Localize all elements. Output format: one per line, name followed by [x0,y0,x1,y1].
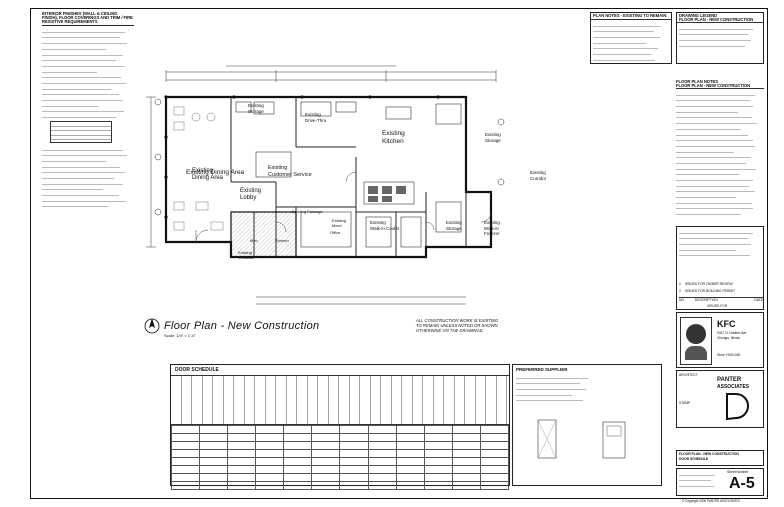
interior-finishes-text-2 [42,146,134,208]
room-label-drive: Existing Drive-Thru [305,112,327,123]
architect-label: ARCHITECT [679,373,698,377]
plan-notes-title: PLAN NOTES - EXISTING TO REMAIN [591,13,671,21]
room-labels: Existing Dining Area [186,169,245,176]
construction-note-line2: TO REMAIN UNLESS NOTED OR SHOWN [416,323,498,329]
room-label-storage-2: Existing Storage [485,132,501,143]
door-elevation-details [537,420,626,459]
room-dining: Existing Dining Area [186,169,245,176]
issued-for-label: ISSUED FOR [707,304,728,308]
preferred-supplier-title: PREFERRED SUPPLIER [516,367,568,372]
architect-name-1: PANTER [717,377,742,383]
floor-plan-notes-panel: FLOOR PLAN NOTES FLOOR PLAN - NEW CONSTR… [676,79,764,220]
dining-tables [173,106,224,231]
revision-row-1-desc: ISSUED FOR OWNER REVIEW [684,282,733,286]
sheet-title-panel: FLOOR PLAN - NEW CONSTRUCTION DOOR SCHED… [676,450,764,466]
kfc-logo [680,317,712,365]
revision-col-desc: DESCRIPTION [694,298,718,302]
room-label-men: Men [250,238,258,243]
room-label-mech: Existing Mech [332,218,347,228]
revision-col-no: NO. [679,298,685,302]
stamp-label: STAMP [679,401,691,405]
room-label-customer-service: Existing Customer Service [268,165,312,178]
plan-notes-panel: PLAN NOTES - EXISTING TO REMAIN [590,12,672,64]
room-label-women: Women [275,238,289,243]
preferred-supplier-panel: PREFERRED SUPPLIER [512,364,662,486]
plan-title: Floor Plan - New Construction [164,320,320,332]
equipment [235,101,462,248]
sheet-number: A-5 [729,475,755,492]
interior-finishes-text [42,28,134,119]
room-label-corridor: Existing Corridor [530,170,547,181]
room-label-office: Office [330,230,341,235]
new-construction-area [230,211,297,258]
room-label-lobby: Existing Lobby [240,188,262,201]
client-logo-text: KFC [717,319,736,329]
architect-panel: ARCHITECT PANTER ASSOCIATES STAMP [676,370,764,428]
construction-note-line3: OTHERWISE ON THE DRAWINGS. [416,328,484,334]
drawing-legend-items [677,23,763,50]
room-label-walkin-cooler: Existing Walk-in Cooler [370,220,400,231]
floor-plan-notes-subtitle: FLOOR PLAN - NEW CONSTRUCTION [676,83,764,90]
floor-plan-drawing: Existing Dining Area [146,65,505,305]
sheet-number-panel: Sheet Number A-5 [676,468,764,496]
drawing-legend-title: DRAWING LEGEND [679,13,718,18]
door-schedule-header [171,376,509,425]
sheet-title-1: FLOOR PLAN - NEW CONSTRUCTION [679,452,739,456]
revision-row-2-desc: ISSUED FOR BUILDING PERMIT [684,289,735,293]
floor-plan-notes-text [676,89,764,216]
client-store: Store Y000-048 [717,353,740,357]
construction-note: ALL CONSTRUCTION WORK IS EXISTING TO REM… [416,318,498,334]
room-label-storage-3: Existing Storage [248,103,264,114]
room-label-storage-1: Existing Storage [446,220,462,231]
plan-notes-text [591,20,671,64]
drawing-legend-subtitle: FLOOR PLAN - NEW CONSTRUCTION [677,17,763,24]
room-label-passage: Existing Passage [292,209,323,214]
room-label-kitchen: Existing Kitchen [382,130,405,145]
interior-finishes-title: INTERIOR FINISHES (WALL & CEILING FINISH… [42,11,134,27]
architect-name-2: ASSOCIATES [717,384,750,390]
door-schedule-panel: DOOR SCHEDULE [170,364,510,490]
drawing-sheet [30,8,768,499]
interior-finishes-panel: INTERIOR FINISHES (WALL & CEILING FINISH… [42,11,134,208]
room-label-vestibule: Existing Vestibule [238,250,255,260]
architect-logo-icon [726,393,749,421]
sheet-number-label: Sheet Number [727,470,749,474]
copyright: © Copyright 2008 PANTER ASSOCIATES [682,499,740,503]
construction-note-line1: ALL CONSTRUCTION WORK IS EXISTING [416,318,499,323]
revision-col-date: DATE [754,298,763,302]
sheet-info-lines [677,469,721,490]
floor-plan-notes-title: FLOOR PLAN NOTES [676,79,719,84]
doors [195,171,492,243]
revisions-notes [677,227,763,259]
client-address-1: 5327 N. Harlem Ave. [717,331,748,335]
revision-header: NO. DESCRIPTION DATE [679,297,763,302]
room-label-dining: Existing Dining Area [192,168,224,181]
client-address-2: Chicago, Illinois [717,336,740,340]
room-label-walkin-freezer: Existing Walk-in Freezer [484,220,500,236]
door-schedule-table [170,425,510,490]
client-panel: KFC 5327 N. Harlem Ave. Chicago, Illinoi… [676,312,764,368]
finish-class-table [50,121,112,144]
dimension-lines [146,65,497,305]
north-arrow-icon [144,318,160,334]
columns [164,95,440,219]
drawing-legend-panel: DRAWING LEGEND FLOOR PLAN - NEW CONSTRUC… [676,12,764,64]
preferred-supplier-text [513,374,599,402]
markers [154,98,505,216]
plan-scale: Scale: 1/4" = 1'-0" [164,333,196,338]
equipment-fill [368,186,406,202]
door-schedule-title: DOOR SCHEDULE [171,365,509,376]
sheet-title-2: DOOR SCHEDULE [679,457,709,462]
